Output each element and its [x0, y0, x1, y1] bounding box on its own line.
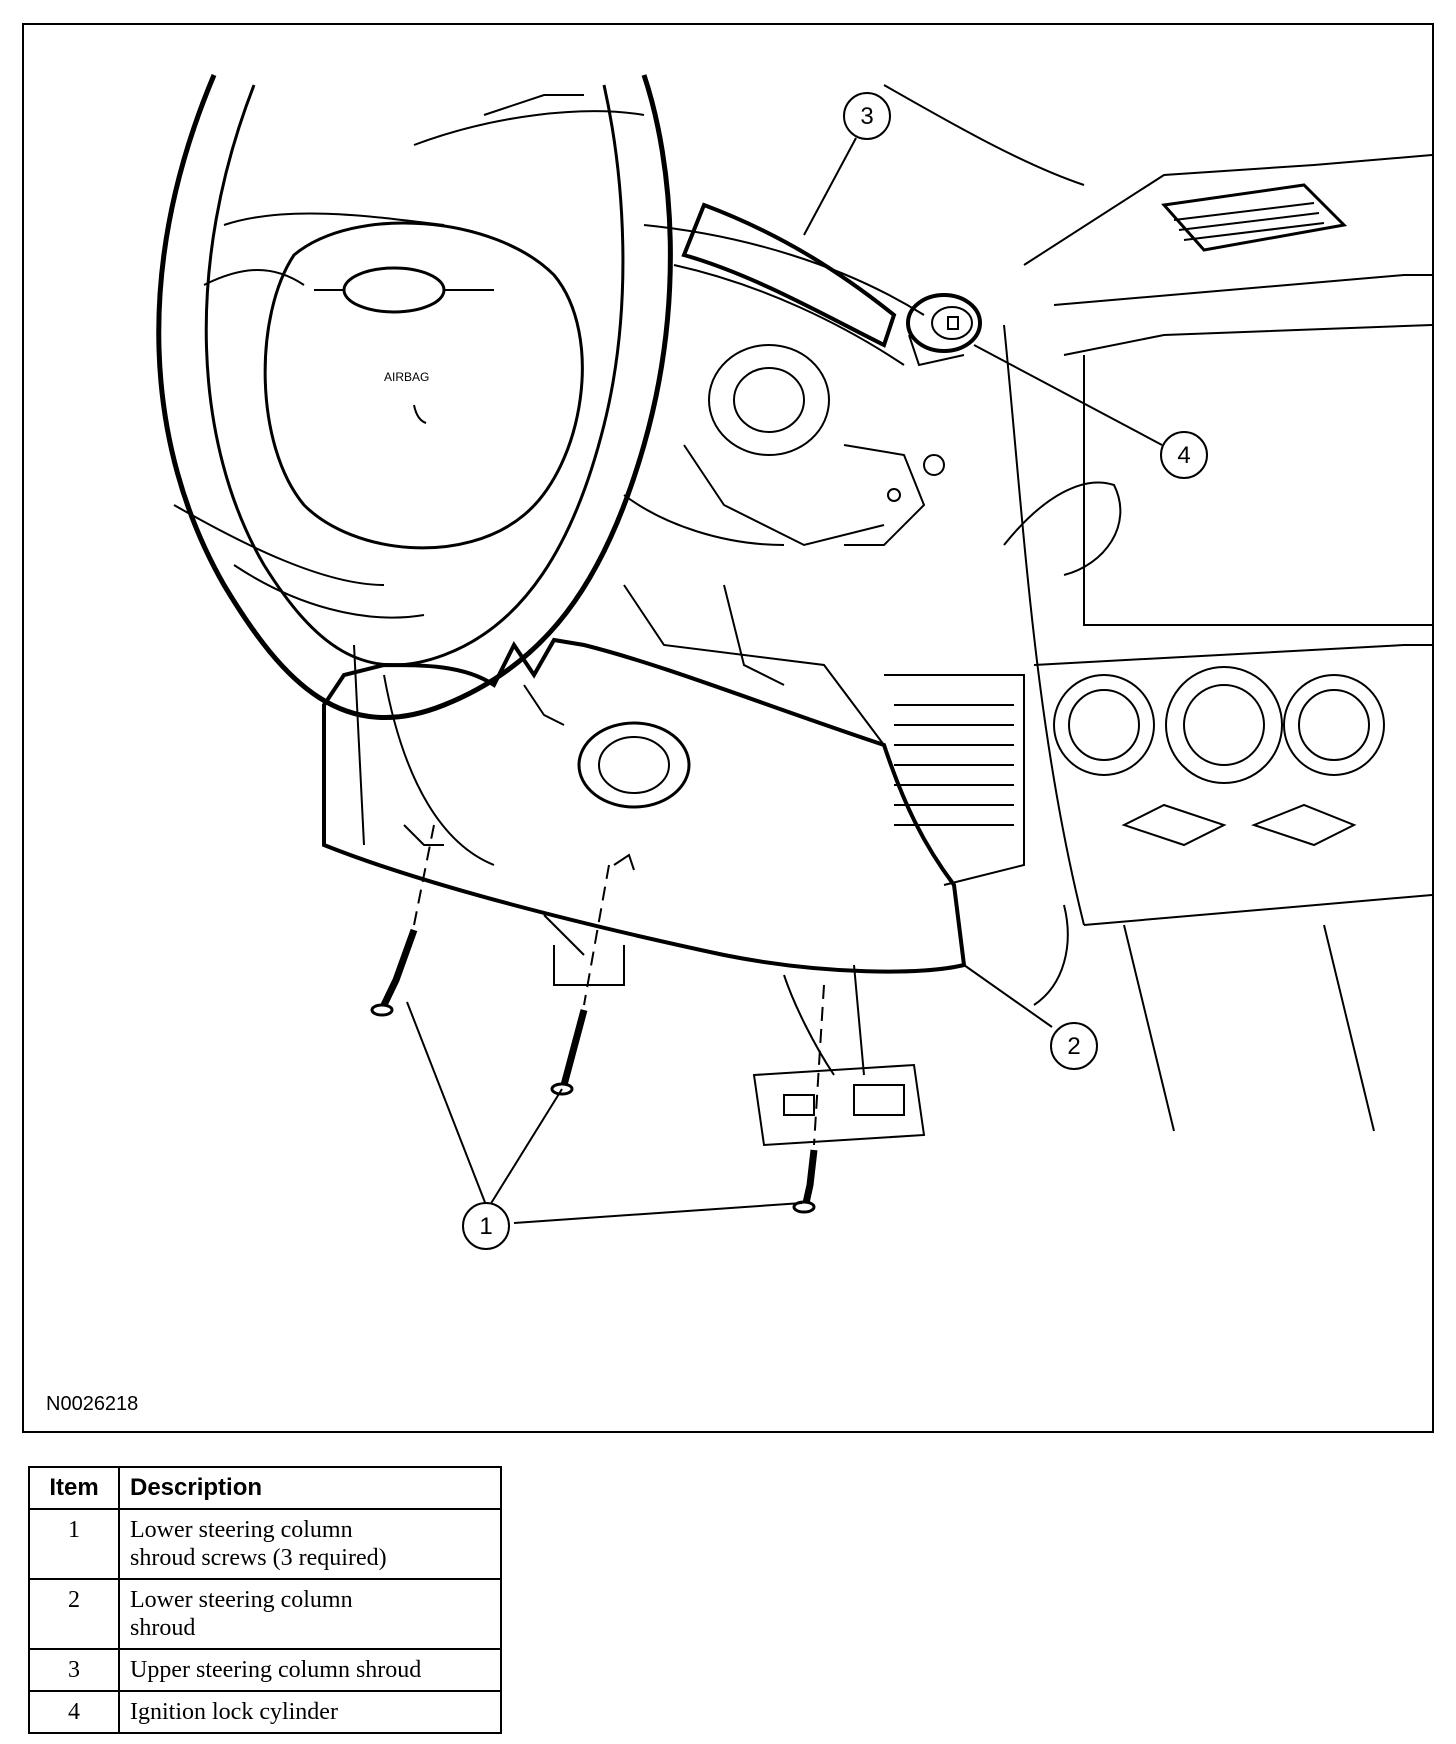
callout-number: 1 [479, 1213, 492, 1240]
leader-lines [406, 137, 1163, 1224]
screw-1b [550, 864, 610, 1096]
center-console [1003, 154, 1432, 926]
knee-bolster [353, 584, 1375, 1132]
table-row: 3 Upper steering column shroud [28, 1648, 502, 1692]
header-description: Description [118, 1466, 502, 1510]
description-line: Upper steering column shroud [130, 1657, 422, 1683]
column-hardware [623, 344, 945, 547]
item-number: 3 [28, 1648, 120, 1692]
item-description: Ignition lock cylinder [118, 1690, 502, 1734]
legend-header-row: Item Description [28, 1466, 502, 1510]
screw-1a [370, 824, 435, 1017]
callout-number: 4 [1177, 442, 1190, 469]
legend-table: Item Description 1 Lower steering column… [28, 1466, 502, 1734]
lower-shroud [322, 637, 967, 974]
description-line: Lower steering column [130, 1517, 353, 1543]
item-description: Lower steering column shroud screws (3 r… [118, 1508, 502, 1580]
table-row: 2 Lower steering column shroud [28, 1578, 502, 1650]
upper-shroud [681, 202, 897, 348]
item-number: 1 [28, 1508, 120, 1580]
dash-upper [413, 84, 1085, 366]
item-number: 2 [28, 1578, 120, 1650]
callout-2: 2 [1050, 1022, 1098, 1070]
table-row: 4 Ignition lock cylinder [28, 1690, 502, 1734]
description-line: shroud [130, 1615, 196, 1641]
item-description: Lower steering column shroud [118, 1578, 502, 1650]
callout-4: 4 [1160, 431, 1208, 479]
callout-number: 3 [860, 103, 873, 130]
airbag-text: AIRBAG [384, 370, 429, 384]
illustration: AIRBAG 1 2 3 4 [156, 74, 1432, 1250]
steering-wheel [156, 74, 673, 721]
table-row: 1 Lower steering column shroud screws (3… [28, 1508, 502, 1580]
callout-1: 1 [462, 1202, 510, 1250]
callout-3: 3 [843, 92, 891, 140]
callout-number: 2 [1067, 1033, 1080, 1060]
ignition-lock-cylinder [906, 293, 982, 367]
description-line: Ignition lock cylinder [130, 1699, 338, 1725]
figure-id: N0026218 [46, 1393, 139, 1415]
item-number: 4 [28, 1690, 120, 1734]
figure-frame: AIRBAG 1 2 3 4 N0026218 [22, 23, 1434, 1433]
description-line: shroud screws (3 required) [130, 1545, 387, 1571]
airbag-pad [263, 221, 584, 550]
screw-1c [792, 984, 825, 1214]
header-item: Item [28, 1466, 120, 1510]
lower-column [553, 945, 926, 1147]
description-line: Lower steering column [130, 1587, 353, 1613]
item-description: Upper steering column shroud [118, 1648, 502, 1692]
